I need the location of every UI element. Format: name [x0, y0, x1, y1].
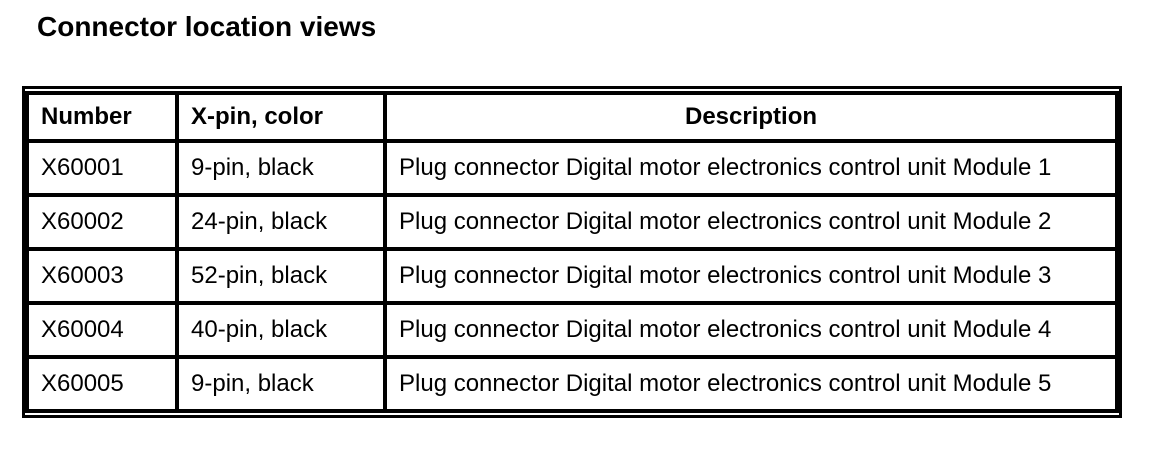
- table-row: X60004 40-pin, black Plug connector Digi…: [25, 301, 1119, 359]
- cell-pin-color: 40-pin, black: [175, 301, 387, 359]
- cell-number: X60001: [25, 139, 179, 197]
- cell-description: Plug connector Digital motor electronics…: [383, 355, 1119, 413]
- cell-number: X60002: [25, 193, 179, 251]
- table-header-row: Number X-pin, color Description: [25, 91, 1119, 143]
- cell-pin-color: 9-pin, black: [175, 355, 387, 413]
- cell-number: X60005: [25, 355, 179, 413]
- connector-table-frame: Number X-pin, color Description X60001 9…: [22, 86, 1122, 418]
- table-row: X60003 52-pin, black Plug connector Digi…: [25, 247, 1119, 305]
- connector-table: Number X-pin, color Description X60001 9…: [25, 91, 1119, 413]
- cell-pin-color: 52-pin, black: [175, 247, 387, 305]
- cell-number: X60004: [25, 301, 179, 359]
- cell-pin-color: 24-pin, black: [175, 193, 387, 251]
- header-number: Number: [25, 91, 179, 143]
- cell-number: X60003: [25, 247, 179, 305]
- cell-description: Plug connector Digital motor electronics…: [383, 139, 1119, 197]
- header-description: Description: [383, 91, 1119, 143]
- table-row: X60005 9-pin, black Plug connector Digit…: [25, 355, 1119, 413]
- table-row: X60002 24-pin, black Plug connector Digi…: [25, 193, 1119, 251]
- cell-description: Plug connector Digital motor electronics…: [383, 193, 1119, 251]
- cell-description: Plug connector Digital motor electronics…: [383, 301, 1119, 359]
- header-xpin-color: X-pin, color: [175, 91, 387, 143]
- cell-pin-color: 9-pin, black: [175, 139, 387, 197]
- cell-description: Plug connector Digital motor electronics…: [383, 247, 1119, 305]
- table-row: X60001 9-pin, black Plug connector Digit…: [25, 139, 1119, 197]
- page-title: Connector location views: [37, 11, 377, 42]
